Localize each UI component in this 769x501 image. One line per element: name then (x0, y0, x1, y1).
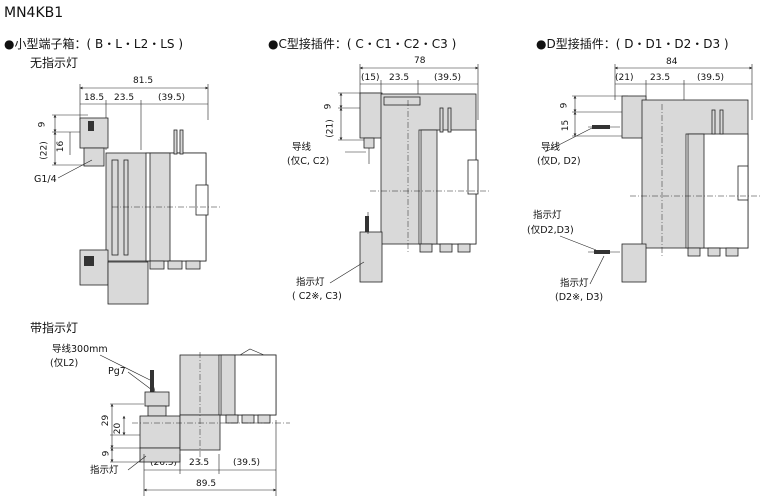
dim-total-81-5: 81.5 (133, 76, 154, 86)
lead-wire-label: 导线 (292, 142, 312, 153)
terminal-box-title: ●小型端子箱：( B・L・L2・LS ) (4, 37, 184, 51)
dim-23-5: 23.5 (114, 93, 135, 103)
drawing-with-lamp (99, 348, 290, 496)
dim-21: (21) (615, 73, 634, 83)
dim-23-5: 23.5 (389, 73, 410, 83)
dim-total-78: 78 (414, 56, 426, 66)
lamp-note-2: (D2※, D3) (555, 292, 604, 303)
terminal-box-subtitle: 无指示灯 (30, 56, 79, 70)
pg7-label: Pg7 (108, 366, 126, 377)
lamp-label: 指示灯 (296, 277, 325, 288)
dim-39-5: (39.5) (434, 73, 462, 83)
lamp-label-1: 指示灯 (533, 210, 562, 221)
lead-wire-note: (仅C, C2) (287, 156, 330, 167)
dim-total-84: 84 (666, 57, 678, 67)
dim-15: (15) (361, 73, 380, 83)
c-connector-title: ●C型接插件：( C・C1・C2・C3 ) (268, 37, 457, 51)
dim-26-5: (26.5) (150, 458, 178, 468)
with-lamp-subtitle: 带指示灯 (30, 321, 79, 335)
dim-23-5: 23.5 (189, 458, 210, 468)
dim-total-89-5: 89.5 (196, 479, 217, 489)
lamp-note: ( C2※, C3) (292, 291, 342, 302)
lead-wire-label: 导线 (541, 142, 561, 153)
d-connector-title: ●D型接插件：( D・D1・D2・D3 ) (536, 37, 729, 51)
dim-23-5: 23.5 (650, 73, 671, 83)
dim-39-5: (39.5) (233, 458, 261, 468)
port-label: G1/4 (34, 174, 57, 185)
dim-39-5: (39.5) (697, 73, 725, 83)
dim-18-5: 18.5 (84, 93, 105, 103)
model-title: MN4KB1 (4, 5, 64, 21)
lamp-note-1: (仅D2,D3) (527, 225, 574, 236)
lead-300-label: 导线300mm (52, 344, 108, 355)
dim-39-5: (39.5) (158, 93, 186, 103)
drawing-d-connector (544, 64, 760, 285)
lamp-label-2: 指示灯 (560, 278, 589, 289)
drawing-c-connector (329, 64, 490, 284)
lamp-label: 指示灯 (90, 465, 119, 476)
lead-wire-note: (仅D, D2) (537, 156, 581, 167)
drawing-terminal-box (52, 84, 222, 305)
lead-300-note: (仅L2) (50, 358, 79, 369)
